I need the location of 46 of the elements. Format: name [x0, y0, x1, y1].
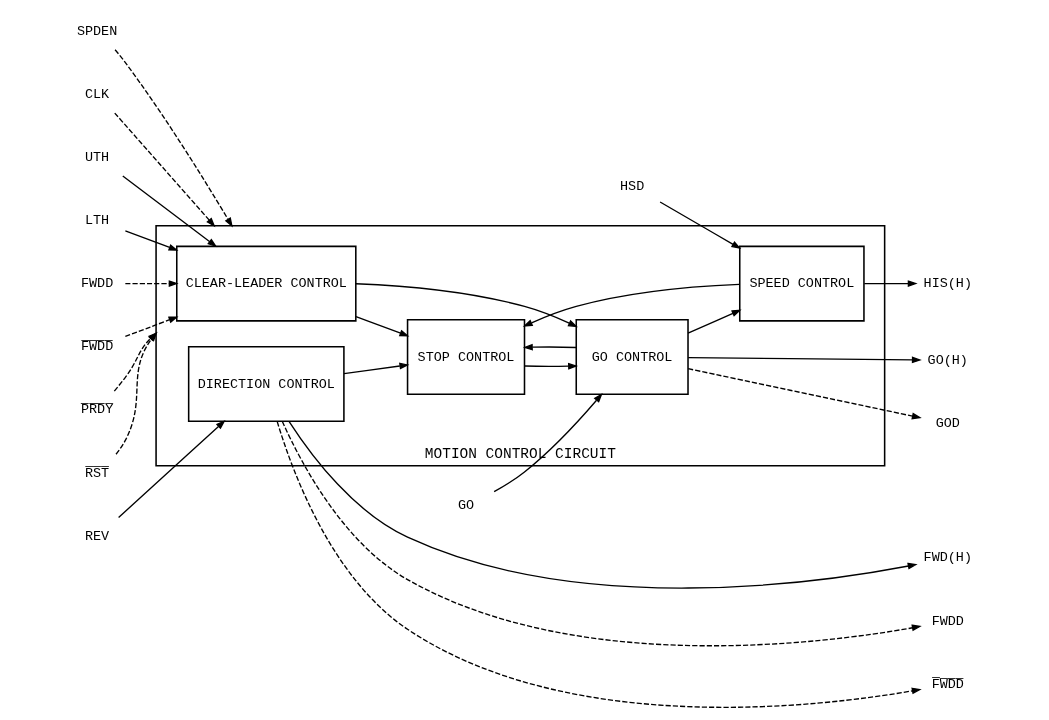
- node-box: GO CONTROL: [575, 319, 689, 396]
- node-text: UTH: [84, 149, 110, 165]
- node-text: FWD(H): [923, 550, 972, 566]
- arrow: [522, 343, 577, 351]
- arrow: [114, 49, 233, 228]
- node-text: GO: [457, 497, 475, 513]
- arrow: [863, 280, 918, 288]
- node-text: R̅S̅T̅: [84, 465, 110, 481]
- arrow: [687, 309, 742, 334]
- node-box: STOP CONTROL: [406, 319, 526, 396]
- arrow: [114, 112, 216, 228]
- arrow: [355, 283, 578, 328]
- node-text: CLK: [84, 86, 110, 102]
- arrow: [493, 392, 603, 493]
- arrow: [659, 201, 742, 250]
- arrow: [343, 362, 410, 375]
- arrow: [122, 175, 218, 248]
- node-text: F̅W̅D̅D̅: [931, 676, 964, 692]
- arrow: [288, 420, 918, 589]
- arrow: [124, 316, 179, 338]
- arrow: [113, 331, 158, 392]
- arrow: [117, 420, 226, 519]
- node-text: F̅W̅D̅D̅: [80, 339, 114, 355]
- node-box: CLEAR-LEADER CONTROL: [176, 245, 357, 322]
- arrow: [276, 420, 922, 708]
- node-text: HSD: [620, 178, 645, 194]
- node-text: FWDD: [931, 613, 964, 629]
- node-text: LTH: [84, 213, 110, 228]
- arrow: [687, 368, 922, 420]
- arrow: [115, 331, 158, 455]
- arrow: [522, 283, 740, 327]
- arrow: [355, 315, 410, 337]
- arrow: [281, 420, 922, 647]
- node-text: P̅R̅D̅Y̅: [80, 402, 114, 418]
- node-text: HIS(H): [923, 276, 972, 292]
- arrow: [524, 362, 579, 370]
- node-box: SPEED CONTROL: [739, 245, 865, 322]
- node-text: FWDD: [80, 276, 114, 292]
- node-text: GOD: [935, 415, 960, 431]
- node-text: SPDEN: [76, 23, 118, 39]
- node-text: REV: [84, 528, 110, 544]
- arrow: [687, 356, 922, 364]
- node-box: DIRECTION CONTROL: [187, 345, 345, 423]
- arrow: [124, 280, 179, 288]
- node-text: GO(H): [927, 352, 968, 368]
- arrow: [124, 230, 179, 251]
